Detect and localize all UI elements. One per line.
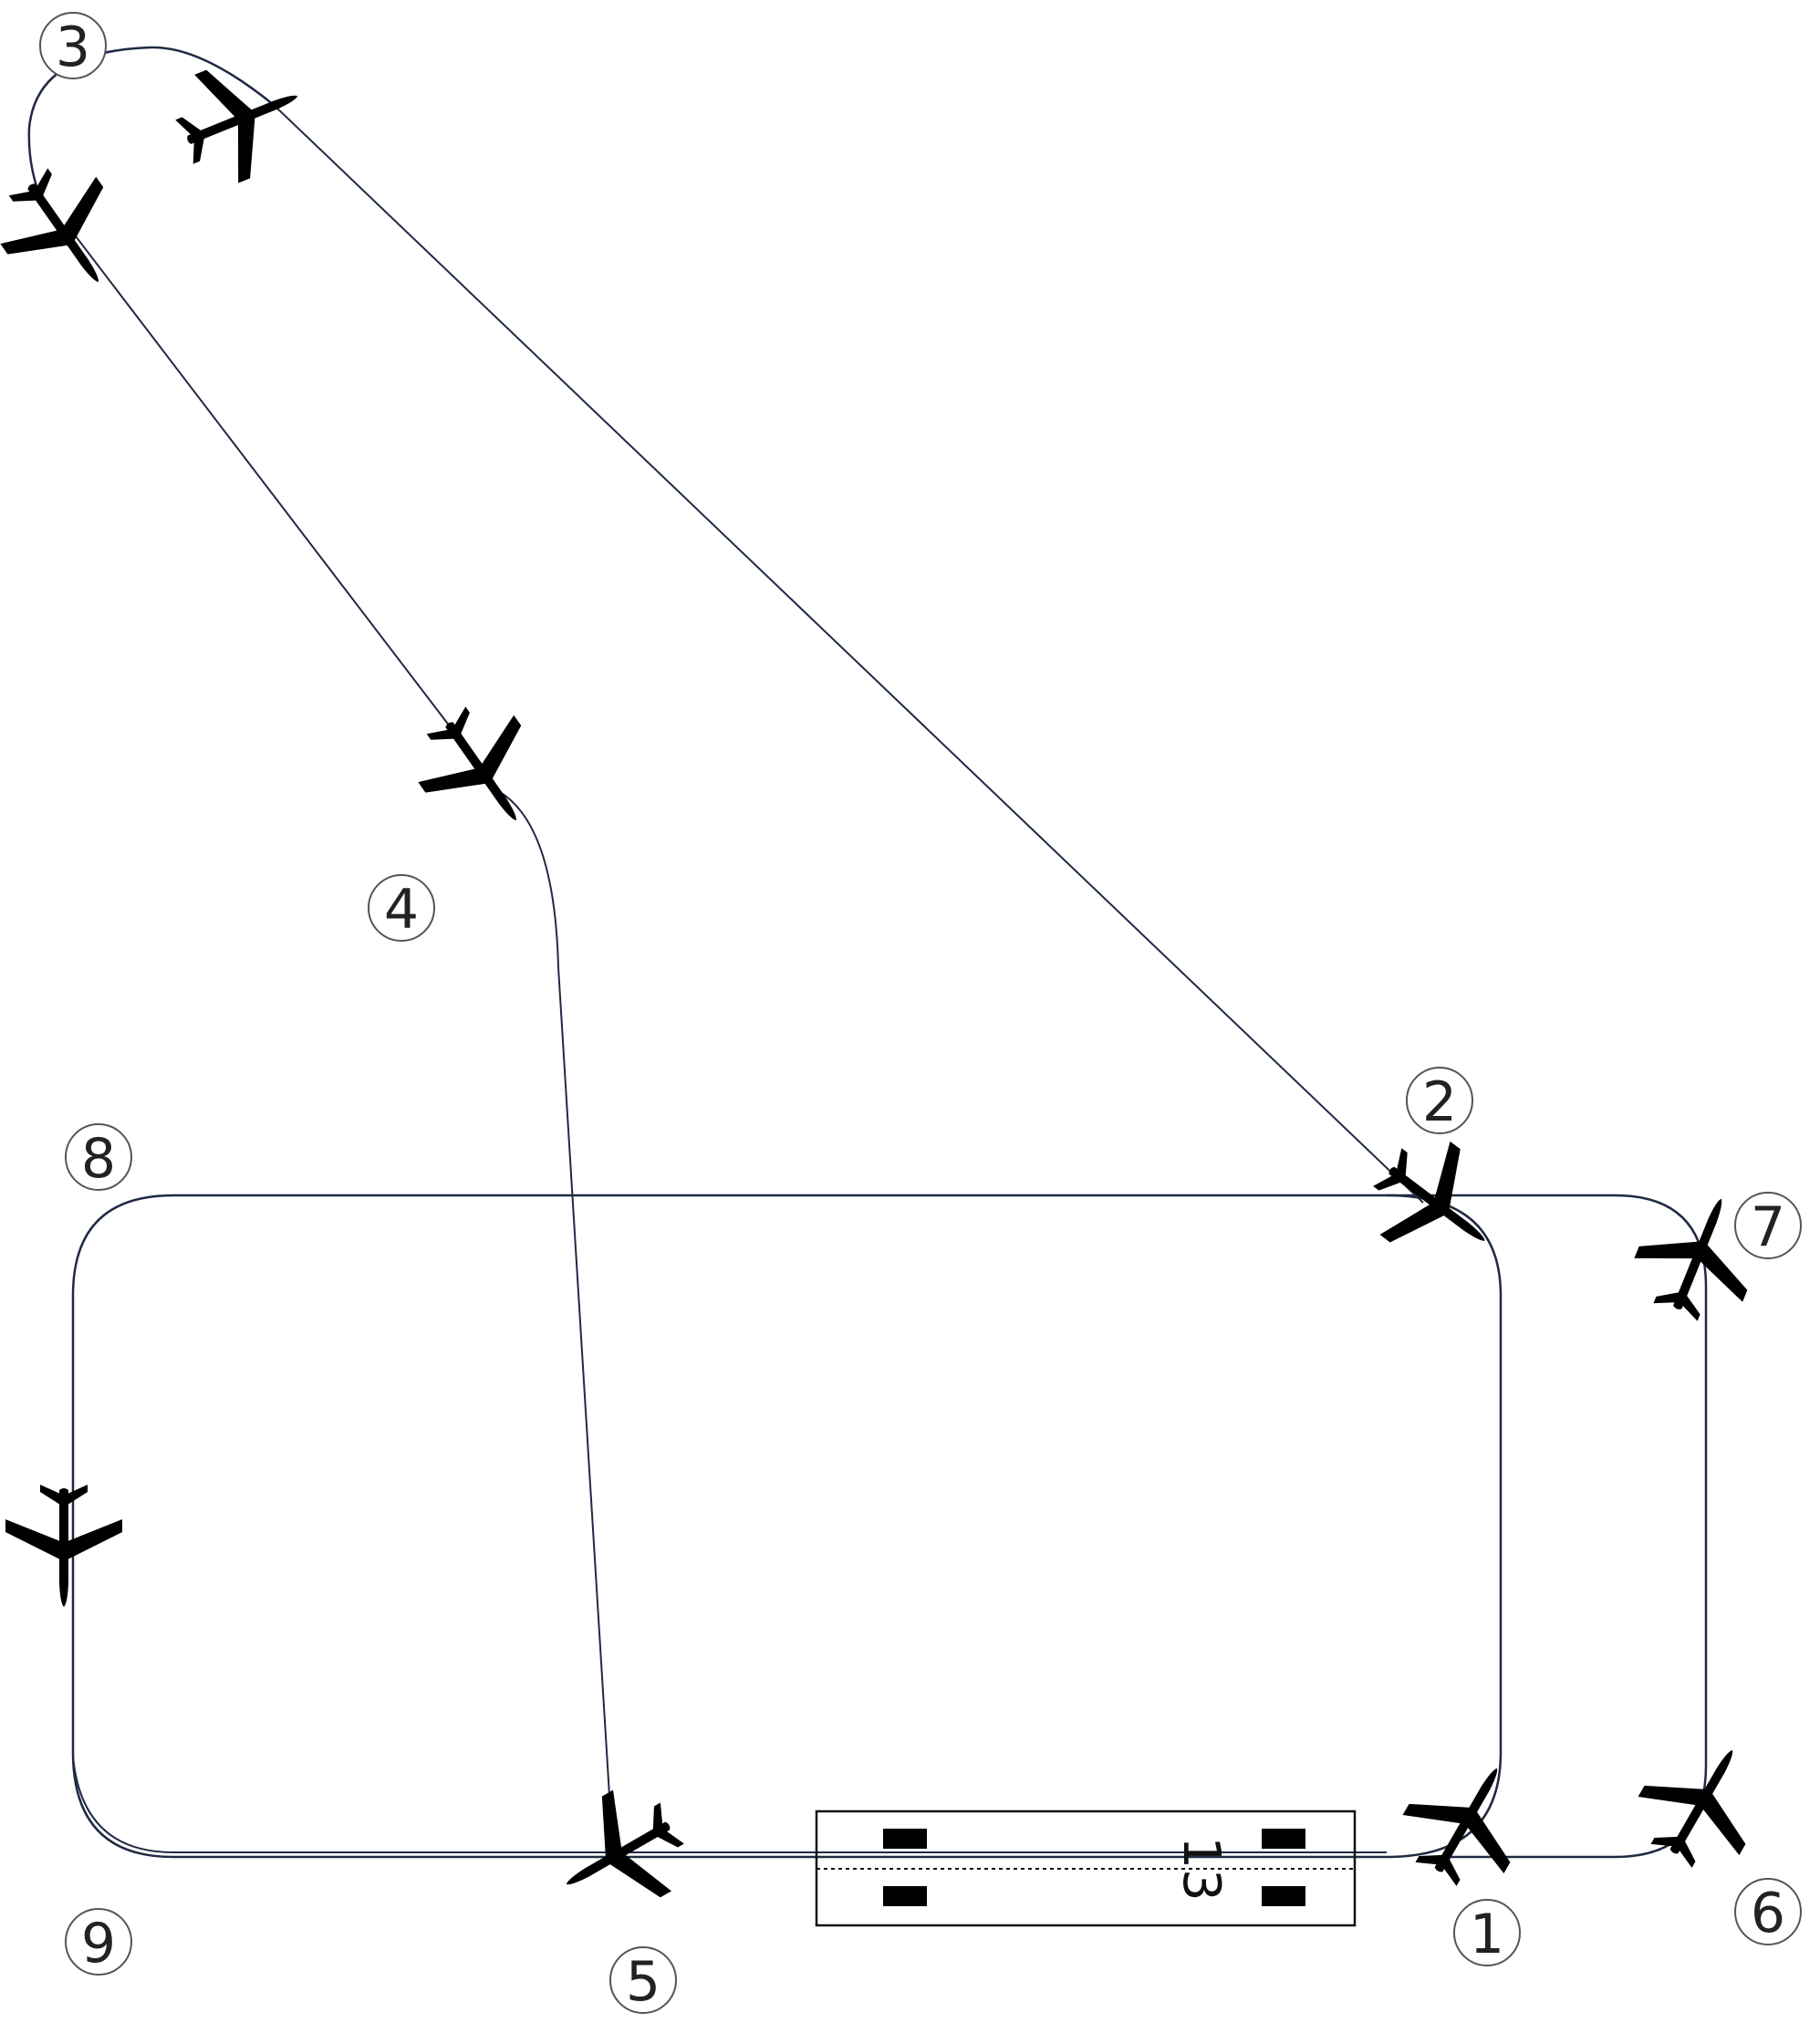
- waypoint-8: 8: [65, 1123, 132, 1191]
- leg-2-to-3: [273, 104, 1424, 1204]
- airplane-icon: [1385, 1738, 1548, 1903]
- waypoint-8-label: 8: [81, 1127, 116, 1191]
- waypoint-6: 6: [1734, 1878, 1802, 1945]
- runway-light: [883, 1886, 927, 1906]
- runway-number: 13: [1171, 1836, 1231, 1901]
- waypoint-7-label: 7: [1751, 1195, 1785, 1259]
- waypoint-1: 1: [1453, 1899, 1521, 1966]
- waypoint-5: 5: [609, 1946, 677, 2014]
- runway-light: [1262, 1829, 1305, 1849]
- airplane-icon: [398, 686, 565, 854]
- waypoint-1-label: 1: [1470, 1903, 1504, 1966]
- waypoint-4: 4: [368, 874, 435, 942]
- waypoint-4-label: 4: [384, 878, 419, 942]
- waypoint-3: 3: [39, 12, 107, 79]
- airplane-icon: [0, 148, 147, 316]
- airplane-icon: [5, 1485, 122, 1607]
- leg-4-to-5: [499, 791, 612, 1826]
- runway-light: [883, 1829, 927, 1849]
- waypoint-5-label: 5: [626, 1950, 660, 2014]
- waypoint-9-label: 9: [81, 1912, 116, 1976]
- pattern-rectangle: [71, 1194, 1503, 1859]
- pattern-rectangle-inner-bottom: [72, 1756, 1387, 1853]
- waypoint-2: 2: [1406, 1067, 1473, 1134]
- leg-3-to-4: [72, 232, 501, 793]
- waypoint-2-label: 2: [1422, 1070, 1457, 1134]
- runway-light: [1262, 1886, 1305, 1906]
- pattern-right-loop: [1387, 1194, 1708, 1859]
- airplane-icon: [536, 1772, 702, 1935]
- waypoint-9: 9: [65, 1908, 132, 1976]
- waypoint-7: 7: [1734, 1192, 1802, 1259]
- waypoint-6-label: 6: [1751, 1882, 1785, 1945]
- airplane-icon: [161, 41, 320, 196]
- airplane-icon: [1620, 1720, 1784, 1885]
- airplane-icon: [1352, 1120, 1521, 1288]
- runway: 13: [815, 1809, 1357, 1927]
- waypoint-3-label: 3: [56, 16, 90, 79]
